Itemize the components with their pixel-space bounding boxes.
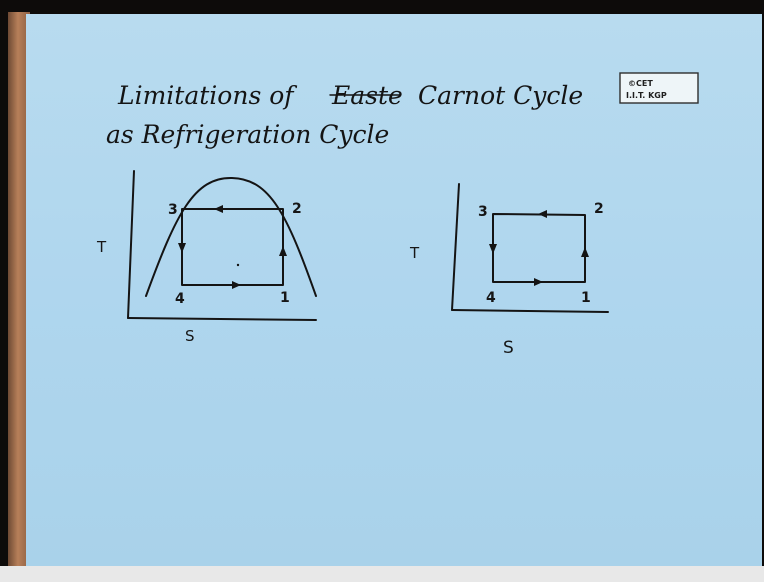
left-point-3: 3: [168, 202, 178, 218]
right-arrow-4-to-1: [534, 278, 543, 286]
left-cycle-rectangle: [181, 208, 284, 286]
right-ts-diagram: 3 2 4 1 T S: [409, 183, 609, 358]
logo-box: [619, 72, 699, 104]
arrow-1-to-2: [279, 246, 287, 256]
right-point-3: 3: [478, 204, 488, 220]
right-point-4: 4: [486, 290, 496, 306]
left-x-axis: [127, 317, 317, 321]
logo-line1: ©CET: [628, 79, 653, 88]
right-y-axis: [451, 183, 460, 311]
left-y-axis: [127, 170, 135, 319]
left-point-2: 2: [292, 201, 302, 217]
center-dot: [236, 263, 240, 267]
left-y-label: T: [96, 238, 107, 256]
right-y-label: T: [409, 244, 420, 262]
logo-line2: I.I.T. KGP: [626, 91, 667, 100]
arrow-2-to-3: [214, 205, 223, 213]
board-edge: [8, 12, 30, 572]
saturation-dome: [145, 176, 317, 297]
right-point-1: 1: [581, 290, 591, 306]
arrow-3-to-4: [178, 243, 186, 253]
arrow-4-to-1: [232, 281, 241, 289]
title-line1-prefix: Limitations of: [117, 81, 297, 110]
left-point-1: 1: [280, 290, 290, 306]
right-cycle-rectangle: [492, 213, 586, 283]
right-x-label: S: [503, 338, 514, 358]
left-x-label: S: [185, 327, 195, 345]
left-point-4: 4: [175, 291, 185, 307]
cet-logo: ©CET I.I.T. KGP: [619, 72, 699, 104]
left-ts-diagram: 3 2 4 1 T S: [96, 170, 317, 345]
right-arrow-3-to-4: [489, 244, 497, 254]
title-line1-suffix: Carnot Cycle: [418, 81, 583, 110]
right-point-2: 2: [594, 201, 604, 217]
right-arrow-2-to-3: [538, 210, 547, 218]
bottom-band: [0, 566, 764, 582]
title-line2: as Refrigeration Cycle: [106, 120, 389, 149]
right-arrow-1-to-2: [581, 247, 589, 257]
right-x-axis: [451, 309, 609, 313]
